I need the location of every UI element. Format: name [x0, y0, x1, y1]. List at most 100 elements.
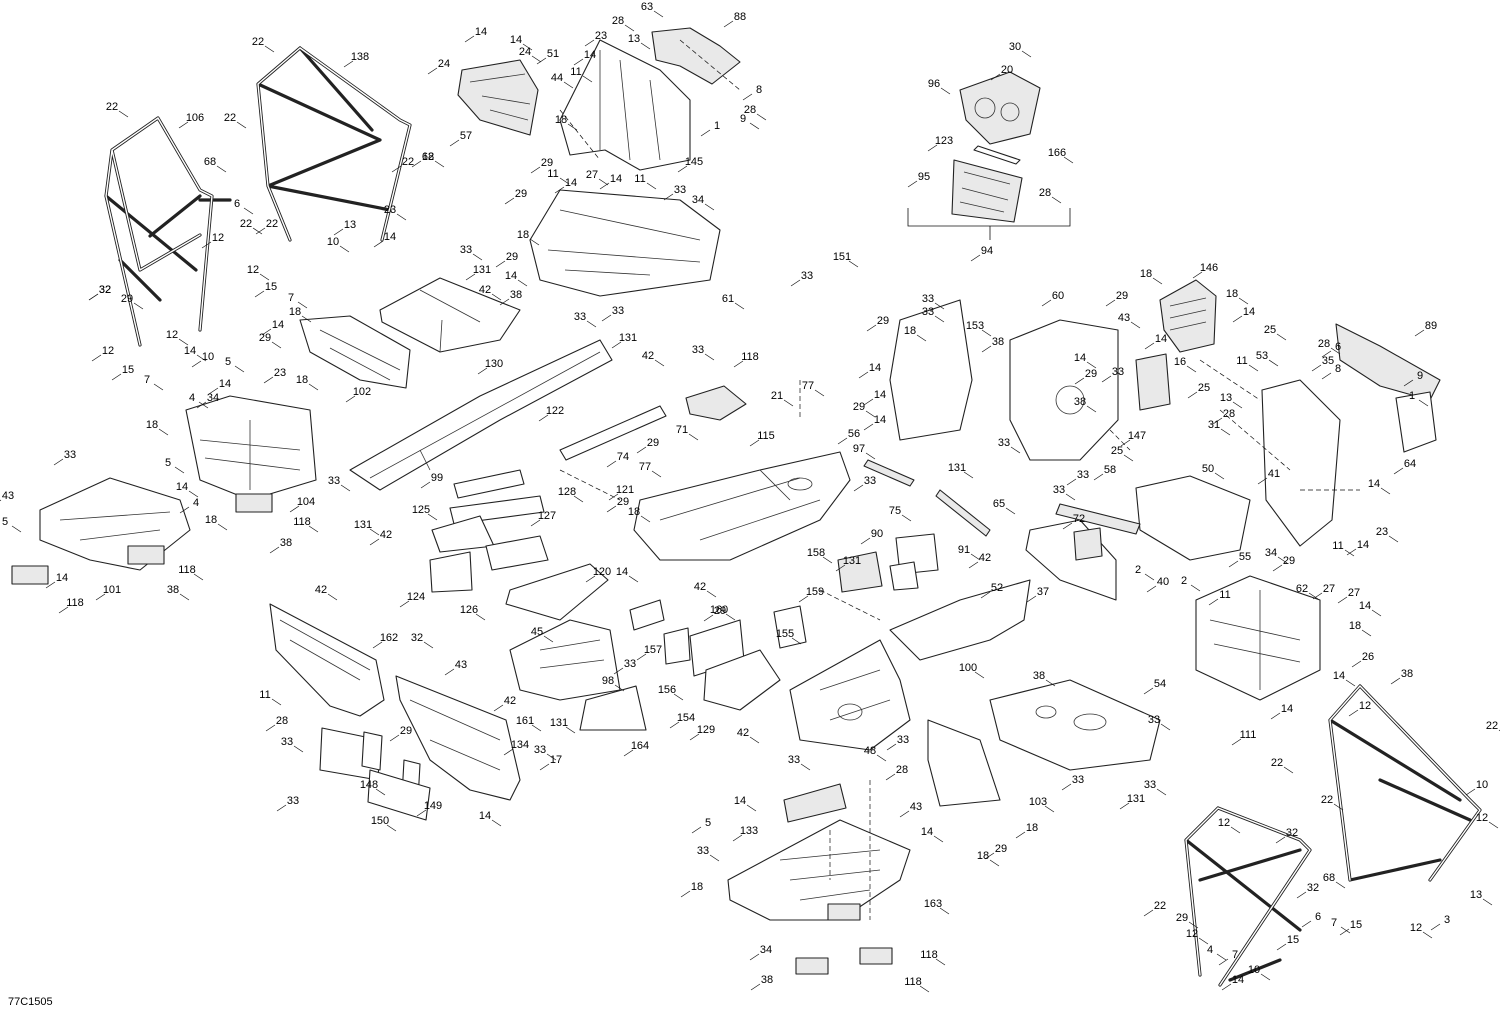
callout-25: 25 — [1264, 324, 1276, 336]
leader-line — [475, 613, 486, 621]
leader-line — [308, 525, 319, 533]
callout-15: 15 — [1287, 934, 1299, 946]
leader-line — [1390, 677, 1401, 685]
leader-line — [1488, 821, 1499, 829]
callout-29: 29 — [853, 401, 865, 413]
leader-line — [1074, 377, 1085, 385]
leader-line — [427, 67, 438, 75]
callout-38: 38 — [510, 289, 522, 301]
leader-line — [584, 39, 595, 47]
leader-line — [934, 302, 945, 310]
floor-tray-62 — [1195, 575, 1321, 701]
callout-14: 14 — [384, 231, 396, 243]
callout-145: 145 — [685, 156, 703, 168]
leader-line — [1216, 953, 1227, 961]
callout-30: 30 — [1009, 41, 1021, 53]
seat-98 — [509, 619, 621, 701]
leader-line — [423, 641, 434, 649]
panel-58-72-65 — [1025, 503, 1141, 601]
leader-line — [876, 754, 887, 762]
callout-13: 13 — [628, 33, 640, 45]
callout-22: 22 — [240, 218, 252, 230]
leader-line — [1187, 391, 1198, 399]
leader-line — [1388, 535, 1399, 543]
callout-9: 9 — [1417, 370, 1423, 382]
blocks-118-left — [11, 493, 273, 585]
leader-line — [495, 260, 506, 268]
callout-126: 126 — [460, 604, 478, 616]
callout-33: 33 — [1053, 484, 1065, 496]
leader-line — [1248, 364, 1259, 372]
callout-42: 42 — [979, 552, 991, 564]
callout-33: 33 — [281, 736, 293, 748]
callout-33: 33 — [897, 734, 909, 746]
leader-line — [935, 958, 946, 966]
callout-14: 14 — [1155, 333, 1167, 345]
leader-line — [1371, 609, 1382, 617]
leader-line — [158, 428, 169, 436]
leader-line — [372, 641, 383, 649]
callout-27: 27 — [586, 169, 598, 181]
callout-157: 157 — [644, 644, 662, 656]
floor-panel-101 — [39, 477, 191, 571]
callout-14: 14 — [616, 566, 628, 578]
leader-line — [399, 600, 410, 608]
leader-line — [373, 240, 384, 248]
leader-line — [369, 538, 380, 546]
callout-42: 42 — [380, 529, 392, 541]
callout-68: 68 — [1323, 872, 1335, 884]
leader-line — [391, 165, 402, 173]
callout-29: 29 — [506, 251, 518, 263]
leader-line — [343, 60, 354, 68]
callout-32: 32 — [411, 632, 423, 644]
leader-line — [567, 123, 578, 131]
callout-29: 29 — [515, 188, 527, 200]
callout-23: 23 — [1376, 526, 1388, 538]
callout-38: 38 — [992, 336, 1004, 348]
leader-line — [980, 591, 991, 599]
callout-5: 5 — [165, 457, 171, 469]
callout-22: 22 — [402, 156, 414, 168]
leader-line — [1144, 573, 1155, 581]
callout-38: 38 — [167, 584, 179, 596]
callout-164: 164 — [631, 740, 649, 752]
leader-line — [427, 513, 438, 521]
leader-line — [1465, 788, 1476, 796]
callout-74: 74 — [617, 451, 629, 463]
callout-43: 43 — [1118, 312, 1130, 324]
leader-line — [188, 490, 199, 498]
leader-line — [636, 446, 647, 454]
callout-88: 88 — [734, 11, 746, 23]
callout-33: 33 — [692, 344, 704, 356]
callout-131: 131 — [843, 555, 861, 567]
leader-line — [546, 753, 557, 761]
callout-101: 101 — [103, 584, 121, 596]
leader-line — [536, 57, 547, 65]
leader-line — [491, 293, 502, 301]
leader-line — [901, 514, 912, 522]
callout-33: 33 — [612, 305, 624, 317]
panel-54 — [989, 679, 1161, 771]
leader-line — [271, 341, 282, 349]
leader-line — [339, 245, 350, 253]
leader-line — [559, 177, 570, 185]
callout-57: 57 — [460, 130, 472, 142]
leader-line — [201, 241, 212, 249]
callout-14: 14 — [1232, 974, 1244, 986]
callout-37: 37 — [1037, 586, 1049, 598]
callout-42: 42 — [737, 727, 749, 739]
leader-line — [673, 693, 684, 701]
callout-12: 12 — [166, 329, 178, 341]
callout-75: 75 — [889, 505, 901, 517]
leader-line — [1361, 629, 1372, 637]
leader-line — [0, 499, 2, 502]
callout-156: 156 — [658, 684, 676, 696]
leader-line — [599, 182, 610, 190]
leader-line — [1212, 417, 1223, 425]
callout-2: 2 — [1181, 575, 1187, 587]
callout-24: 24 — [438, 58, 450, 70]
leader-line — [420, 481, 431, 489]
callout-7: 7 — [1232, 949, 1238, 961]
leader-line — [640, 515, 651, 523]
callout-28: 28 — [1318, 338, 1330, 350]
